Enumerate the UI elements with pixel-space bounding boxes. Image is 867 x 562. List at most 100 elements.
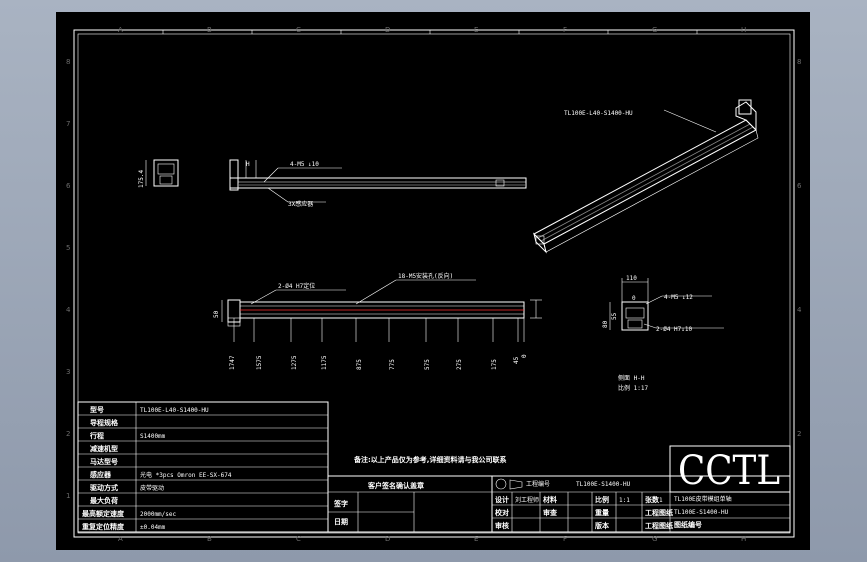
spec-label-6: 驱动方式	[90, 483, 118, 492]
spec-label-7: 最大负荷	[90, 496, 118, 505]
inner-frame	[77, 33, 791, 534]
title-drawing-no-label: 工程编号	[526, 480, 550, 488]
spec-label-0: 型号	[90, 405, 104, 414]
plan-left-hole-callout: 2-Ø4 H7定位	[278, 282, 315, 290]
customer-confirm-title: 客户签名确认盖章	[367, 481, 424, 490]
zone-right-2: 2	[797, 430, 801, 438]
plan-dim-6: 575	[424, 359, 431, 370]
zone-markers: A B C D E F G H A B C D E F G H 8 7 6 5 …	[66, 26, 802, 543]
spec-label-4: 马达型号	[90, 457, 118, 466]
zone-top-g: G	[652, 26, 657, 34]
outer-frame	[73, 29, 795, 538]
tb-label-material: 材料	[542, 495, 557, 504]
drawing-note: 备注:以上产品仅为参考,详细资料请与我公司联系	[353, 455, 506, 464]
zone-side-6: 6	[66, 182, 71, 190]
tb-value-scale: 1:1	[619, 497, 630, 504]
plan-dim-2: 1275	[291, 355, 298, 370]
zone-bottom-h: H	[741, 535, 746, 543]
tb-value-design: 刘工程师	[515, 496, 539, 504]
spec-table: 型号 TL100E-L40-S1400-HU 导程规格 行程 S1400mm 减…	[77, 401, 329, 533]
plan-dim-9: 45	[513, 356, 520, 364]
end-view: 175.4	[138, 159, 179, 188]
spec-value-5: 光电 *3pcs Omron EE-SX-674	[140, 471, 232, 479]
spec-value-0: TL100E-L40-S1400-HU	[140, 407, 209, 414]
section-side-dim-a: 80	[602, 320, 609, 328]
spec-label-2: 行程	[89, 431, 104, 440]
plan-dim-8: 175	[491, 359, 498, 370]
zone-top-b: B	[207, 26, 212, 34]
plan-dim-3: 1175	[321, 355, 328, 370]
projection-symbol-cone	[509, 479, 523, 490]
brand-logo-text: CCTL	[678, 448, 780, 494]
zone-right-6: 6	[797, 182, 802, 190]
zone-top-c: C	[296, 26, 301, 34]
tb-label-drawing-number: 图纸编号	[674, 520, 702, 529]
tb-label-version: 版本	[595, 521, 609, 530]
section-thread-callout: 4-M5 ↓12	[664, 294, 693, 301]
plan-left-dim: 50	[213, 310, 220, 318]
spec-value-8: 2000mm/sec	[140, 511, 177, 518]
plan-dim-0: 1747	[229, 355, 236, 370]
spec-label-9: 重复定位精度	[82, 522, 125, 531]
zone-right-4: 4	[797, 306, 802, 314]
title-drawing-no: TL100E-S1400-HU	[576, 481, 631, 488]
section-scale: 比例 1:17	[618, 384, 648, 392]
plan-view: 50 2-Ø4 H7定位 18-M5安装孔(反向) 1747 1575 1275…	[213, 272, 542, 370]
plan-dim-10: 0	[521, 354, 528, 358]
section-side-dim-b: 55	[611, 312, 618, 320]
zone-bottom-a: A	[118, 535, 123, 543]
zone-side-3: 3	[66, 368, 70, 376]
plan-dim-1: 1575	[256, 355, 263, 370]
zone-bottom-f: F	[563, 535, 567, 543]
section-width-dim: 110	[626, 275, 637, 282]
front-view: H 4-M5 ↓10 3X感应器	[229, 159, 527, 208]
zone-right-8: 8	[797, 58, 801, 66]
spec-label-3: 减速机型	[90, 444, 118, 453]
title-model: TL100E-S1400-HU	[674, 509, 729, 516]
spec-label-5: 感应器	[90, 470, 112, 479]
section-title: 侧面 H-H	[618, 374, 645, 382]
zone-top-a: A	[118, 26, 123, 34]
plan-dim-5: 775	[389, 359, 396, 370]
zone-side-2: 2	[66, 430, 70, 438]
front-part-label: 3X感应器	[288, 200, 313, 208]
iso-callout: TL100E-L40-S1400-HU	[564, 110, 633, 117]
plan-dim-lines	[233, 318, 525, 342]
zone-bottom-c: C	[296, 535, 301, 543]
title-block: 工程编号 TL100E-S1400-HU CCTL TL100E皮带模组单轴 T…	[491, 445, 791, 533]
cad-drawing-canvas: A B C D E F G H A B C D E F G H 8 7 6 5 …	[66, 26, 802, 543]
zone-side-4: 4	[66, 306, 71, 314]
customer-confirm-date: 日期	[334, 517, 348, 526]
plan-dim-7: 275	[456, 359, 463, 370]
zone-side-5: 5	[66, 244, 70, 252]
customer-confirm-block: 客户签名确认盖章 签字 日期	[327, 475, 493, 533]
projection-symbol-circle	[495, 478, 507, 490]
spec-label-1: 导程规格	[90, 418, 119, 427]
tb-label-eng-drawing-2: 工程图纸	[645, 521, 673, 530]
spec-value-2: S1400mm	[140, 433, 166, 440]
section-left-dim: 0	[632, 295, 636, 302]
isometric-view: TL100E-L40-S1400-HU	[533, 99, 759, 254]
section-pin-callout: 2-Ø4 H7↓10	[656, 326, 693, 333]
plan-dim-4: 875	[356, 359, 363, 370]
customer-confirm-sign: 签字	[333, 499, 348, 508]
spec-value-6: 皮带驱动	[140, 484, 164, 492]
tb-label-audit: 审查	[543, 508, 558, 517]
drawing-sheet: A B C D E F G H A B C D E F G H 8 7 6 5 …	[56, 12, 810, 550]
zone-bottom-d: D	[385, 535, 390, 543]
spec-value-9: ±0.04mm	[140, 524, 166, 531]
zone-bottom-e: E	[474, 535, 478, 543]
zone-top-f: F	[563, 26, 567, 34]
tb-label-weight: 重量	[595, 508, 609, 517]
section-view: 110 0 4-M5 ↓12 2-Ø4 H7↓10 80 55 侧面 H-H 比…	[602, 275, 724, 392]
zone-bottom-g: G	[652, 535, 657, 543]
title-product: TL100E皮带模组单轴	[674, 495, 732, 503]
tb-label-scale: 比例	[595, 495, 609, 504]
tb-label-review: 审核	[495, 521, 509, 530]
zone-side-8: 8	[66, 58, 70, 66]
front-hole-callout: 4-M5 ↓10	[290, 161, 319, 168]
plan-hole-row-callout: 18-M5安装孔(反向)	[398, 272, 453, 280]
front-h-label: H	[246, 161, 250, 168]
tb-value-sheets: 1	[659, 497, 663, 504]
end-view-height-dim: 175.4	[138, 170, 145, 188]
